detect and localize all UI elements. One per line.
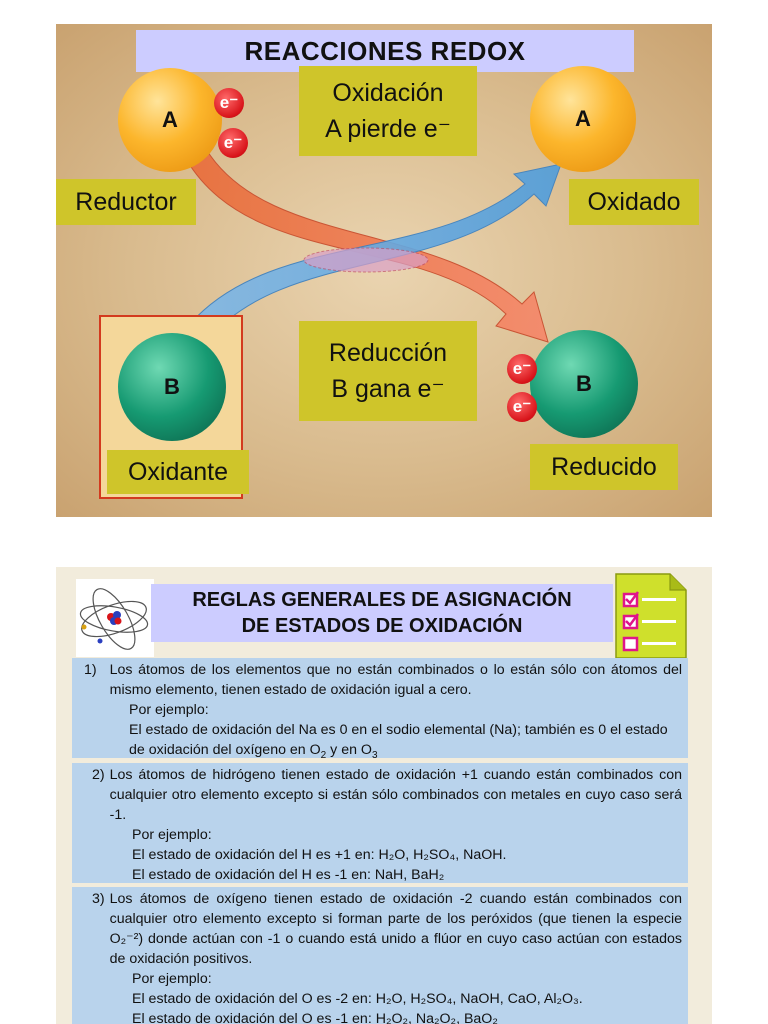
- rules-title: REGLAS GENERALES DE ASIGNACIÓN DE ESTADO…: [151, 584, 613, 642]
- atom-a-label: A: [575, 106, 591, 131]
- rule-2: 2) Los átomos de hidrógeno tienen estado…: [72, 763, 688, 883]
- rule-3: 3) Los átomos de oxígeno tienen estado d…: [72, 887, 688, 1024]
- rule-1: 1) Los átomos de los elementos que no es…: [72, 658, 688, 761]
- oxidado-label: Oxidado: [569, 179, 699, 225]
- rule-number: 1): [84, 662, 97, 678]
- example-line: El estado de oxidación del H es +1 en: H…: [132, 847, 507, 863]
- example-line: de oxidación del oxígeno en O2 y en O3: [129, 742, 378, 761]
- example-line: El estado de oxidación del O es -1 en: H…: [132, 1011, 498, 1024]
- rules-title-line1: REGLAS GENERALES DE ASIGNACIÓN: [192, 589, 572, 611]
- reductor-label: Reductor: [56, 179, 196, 225]
- arrow-overlap: [303, 247, 429, 273]
- atom-a-reductor: A: [118, 68, 222, 172]
- atom-a-label: A: [162, 107, 178, 132]
- oxidation-rules-slide: REGLAS GENERALES DE ASIGNACIÓN DE ESTADO…: [56, 567, 712, 1024]
- atom-a-oxidado: A: [530, 66, 636, 172]
- rule-text: Los átomos de hidrógeno tienen estado de…: [109, 767, 682, 823]
- rule-number: 3): [92, 891, 105, 907]
- rule-number: 2): [92, 767, 105, 783]
- reduction-title: Reducción: [328, 338, 448, 367]
- example-line: El estado de oxidación del O es -2 en: H…: [132, 991, 583, 1007]
- arrows-layer: [185, 148, 562, 343]
- electron-icon: e⁻: [218, 128, 248, 158]
- example-label: Por ejemplo:: [129, 702, 209, 718]
- example-label: Por ejemplo:: [132, 827, 212, 843]
- rule-text: Los átomos de los elementos que no están…: [109, 662, 682, 698]
- atom-icon: [76, 579, 154, 657]
- atom-b-reducido: B: [530, 330, 638, 438]
- electron-icon: e⁻: [214, 88, 244, 118]
- atom-b-label: B: [164, 374, 180, 399]
- atom-b-label: B: [576, 371, 592, 396]
- example-label: Por ejemplo:: [132, 971, 212, 987]
- oxidation-label: Oxidación A pierde e⁻: [299, 66, 477, 156]
- diagram-title: REACCIONES REDOX: [136, 30, 634, 72]
- electron-icon: e⁻: [507, 354, 537, 384]
- atom-b-oxidante: B: [118, 333, 226, 441]
- reduction-label: Reducción B gana e⁻: [299, 321, 477, 421]
- reduction-desc: B gana e⁻: [331, 375, 445, 403]
- checklist-icon: [614, 572, 688, 660]
- example-line: El estado de oxidación del H es -1 en: N…: [132, 867, 445, 883]
- rules-title-line2: DE ESTADOS DE OXIDACIÓN: [241, 615, 523, 637]
- oxidation-title: Oxidación: [332, 78, 444, 107]
- redox-diagram: REACCIONES REDOX A e⁻ e⁻ A Oxidación A p…: [56, 24, 712, 517]
- electron-icon: e⁻: [507, 392, 537, 422]
- example-line: El estado de oxidación del Na es 0 en el…: [129, 722, 668, 738]
- reducido-label: Reducido: [530, 444, 678, 490]
- oxidation-desc: A pierde e⁻: [325, 115, 451, 143]
- rule-text: Los átomos de oxígeno tienen estado de o…: [109, 891, 682, 967]
- oxidante-label: Oxidante: [107, 450, 249, 494]
